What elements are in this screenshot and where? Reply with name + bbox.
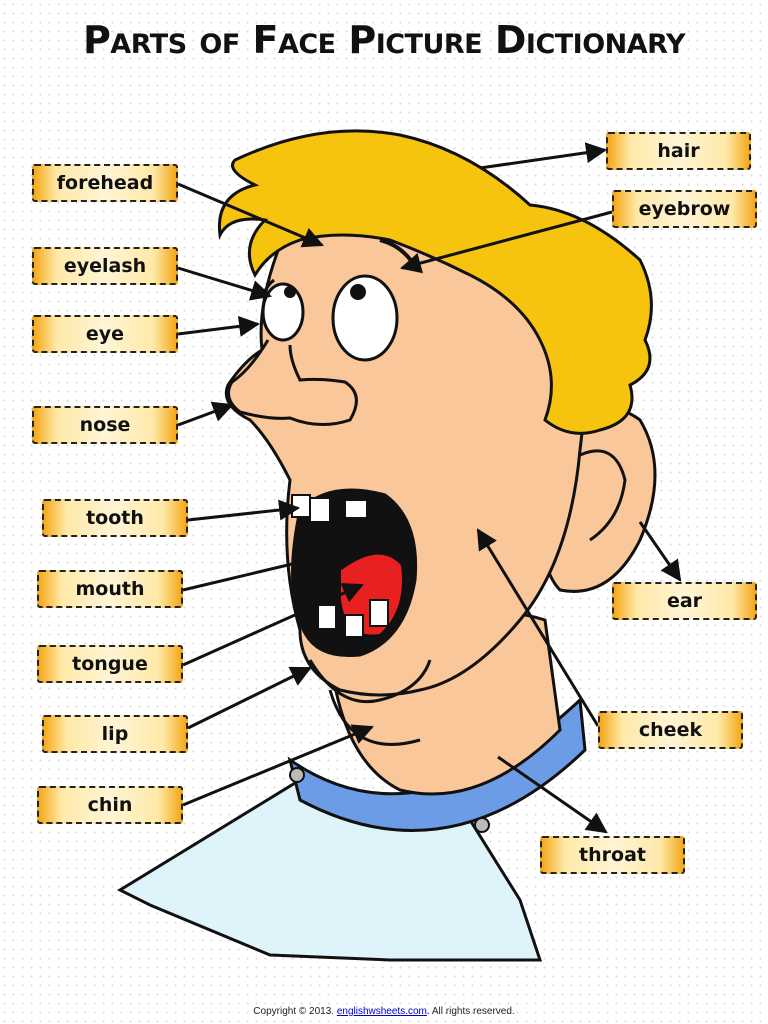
label-throat: throat [540, 836, 685, 874]
label-mouth: mouth [37, 570, 183, 608]
label-hair: hair [606, 132, 751, 170]
eye-right [331, 274, 399, 362]
label-chin: chin [37, 786, 183, 824]
label-ear: ear [612, 582, 757, 620]
label-tongue: tongue [37, 645, 183, 683]
arrow-throat [497, 755, 608, 834]
arrow-tooth [187, 499, 301, 522]
rights-text: . All rights reserved. [426, 1006, 515, 1017]
label-eyelash: eyelash [32, 247, 178, 285]
copyright-text: Copyright © 2013. [253, 1006, 335, 1017]
arrow-lip [187, 666, 312, 730]
arrow-eyelash [177, 266, 273, 301]
page-title: Parts of Face Picture Dictionary [82, 18, 686, 62]
label-eyebrow: eyebrow [612, 190, 757, 228]
collar [287, 696, 587, 832]
arrow-ear [638, 521, 682, 582]
arrow-hair [479, 142, 608, 170]
chin-shape [308, 659, 432, 704]
arrow-chin [182, 724, 374, 807]
arrow-nose [177, 401, 234, 427]
pointer-arrows [177, 142, 682, 834]
arrow-tongue [182, 583, 364, 667]
label-nose: nose [32, 406, 178, 444]
arrow-mouth [182, 539, 375, 592]
copyright-footer: Copyright © 2013. englishwsheets.com. Al… [0, 1006, 768, 1017]
nose-shape [226, 339, 358, 426]
label-tooth: tooth [42, 499, 188, 537]
label-eye: eye [32, 315, 178, 353]
label-lip: lip [42, 715, 188, 753]
eye-left [261, 282, 305, 342]
arrow-eye [177, 315, 261, 337]
arrow-forehead [177, 182, 324, 248]
arrow-eyebrow [399, 210, 613, 274]
label-forehead: forehead [32, 164, 178, 202]
site-link[interactable]: englishwsheets.com [336, 1006, 427, 1017]
arrow-cheek [476, 528, 600, 727]
label-cheek: cheek [598, 711, 743, 749]
